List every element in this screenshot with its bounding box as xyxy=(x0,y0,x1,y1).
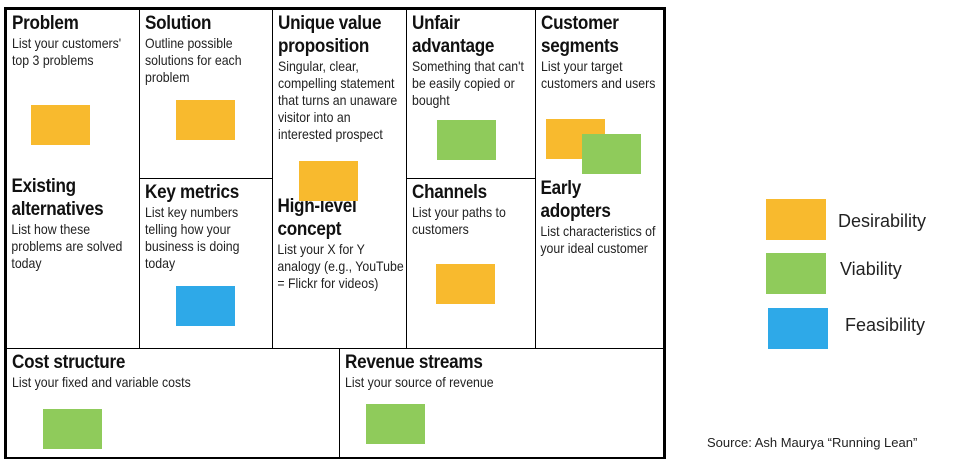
sticky-note-desirability xyxy=(176,100,235,140)
problem-desc: List your customers' top 3 problems xyxy=(12,35,122,68)
channels-title: Channels xyxy=(412,182,487,203)
existing-alternatives-block: Existing alternatives List how these pro… xyxy=(7,175,137,272)
source-caption: Source: Ash Maurya “Running Lean” xyxy=(707,435,918,450)
solution-cell: Solution Outline possible solutions for … xyxy=(139,9,273,179)
uvp-desc: Singular, clear, compelling statement th… xyxy=(278,58,398,142)
sticky-note-viability xyxy=(437,120,496,160)
key-metrics-desc: List key numbers telling how your busine… xyxy=(145,204,240,271)
solution-desc: Outline possible solutions for each prob… xyxy=(145,35,242,85)
sticky-note-feasibility xyxy=(176,286,235,326)
key-metrics-title: Key metrics xyxy=(145,182,239,203)
channels-desc: List your paths to customers xyxy=(412,204,506,237)
uvp-title: Unique value proposition xyxy=(278,13,382,57)
cost-structure-title: Cost structure xyxy=(12,352,126,373)
revenue-streams-cell: Revenue streams List your source of reve… xyxy=(339,348,664,458)
sticky-note-viability xyxy=(366,404,425,444)
legend-swatch-viability xyxy=(766,253,826,294)
legend-swatch-desirability xyxy=(766,199,826,240)
high-level-concept-block: High-level concept List your X for Y ana… xyxy=(273,195,405,292)
customer-segments-desc: List your target customers and users xyxy=(541,58,656,91)
sticky-note-viability xyxy=(43,409,102,449)
unfair-advantage-desc: Something that can't be easily copied or… xyxy=(412,58,524,108)
existing-alternatives-desc: List how these problems are solved today xyxy=(11,221,123,271)
sticky-note-desirability xyxy=(299,161,358,201)
existing-alternatives-title: Existing alternatives xyxy=(11,176,104,220)
sticky-note-viability xyxy=(582,134,641,174)
unfair-advantage-title: Unfair advantage xyxy=(412,13,495,57)
sticky-note-desirability xyxy=(31,105,90,145)
key-metrics-cell: Key metrics List key numbers telling how… xyxy=(139,178,273,349)
legend-label-viability: Viability xyxy=(840,259,902,279)
revenue-streams-desc: List your source of revenue xyxy=(345,374,494,390)
early-adopters-title: Early adopters xyxy=(540,178,611,222)
customer-segments-cell: Customer segments List your target custo… xyxy=(535,9,664,349)
sticky-note-desirability xyxy=(436,264,495,304)
customer-segments-title: Customer segments xyxy=(541,13,619,57)
revenue-streams-title: Revenue streams xyxy=(345,352,483,373)
early-adopters-block: Early adopters List characteristics of y… xyxy=(536,177,663,257)
high-level-concept-desc: List your X for Y analogy (e.g., YouTube… xyxy=(277,241,404,291)
high-level-concept-title: High-level concept xyxy=(277,196,357,240)
lean-canvas: Problem List your customers' top 3 probl… xyxy=(4,7,666,459)
legend-label-feasibility: Feasibility xyxy=(845,315,926,335)
early-adopters-desc: List characteristics of your ideal custo… xyxy=(540,223,656,256)
problem-cell: Problem List your customers' top 3 probl… xyxy=(6,9,140,349)
solution-title: Solution xyxy=(145,13,212,34)
legend-label-desirability: Desirability xyxy=(838,211,927,231)
legend-swatch-feasibility xyxy=(768,308,828,349)
uvp-cell: Unique value proposition Singular, clear… xyxy=(272,9,407,349)
problem-title: Problem xyxy=(12,13,79,34)
unfair-advantage-cell: Unfair advantage Something that can't be… xyxy=(406,9,536,179)
cost-structure-desc: List your fixed and variable costs xyxy=(12,374,191,390)
